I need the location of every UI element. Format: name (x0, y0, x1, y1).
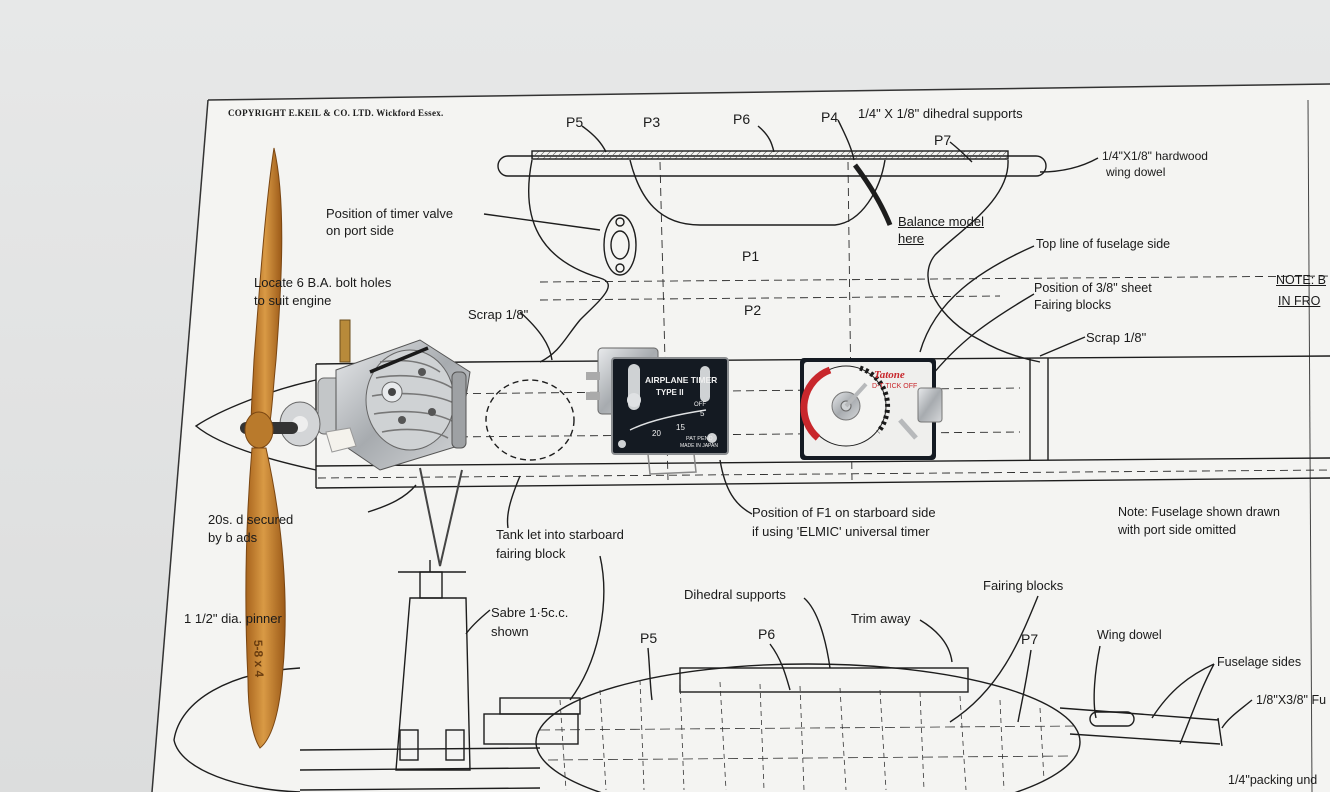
packing-label: 1/4"packing und (1228, 773, 1318, 787)
part-p6-top: P6 (733, 111, 751, 127)
fuselage-note-line2: with port side omitted (1118, 523, 1237, 537)
dt-timer-brand: Tatone (874, 369, 905, 381)
part-p1: P1 (742, 248, 760, 264)
fuselage-note-line1: Note: Fuselage shown drawn (1118, 505, 1280, 519)
timer-valve-line1: Position of timer valve (326, 206, 454, 221)
airplane-timer-scale-15: 15 (676, 423, 685, 432)
propeller-marking: 5-8 x 4 (251, 640, 266, 678)
f1-position-line2: if using 'ELMIC' universal timer (752, 524, 930, 539)
balance-model-line2: here (898, 231, 925, 246)
part-p5-top: P5 (566, 114, 584, 130)
fairing-position-line2: Fairing blocks (1034, 298, 1112, 312)
sabre-line1: Sabre 1·5c.c. (491, 605, 569, 620)
part-p5-bottom: P5 (640, 630, 658, 646)
airplane-timer-off: OFF (694, 402, 706, 408)
airplane-timer-pat: PAT PEND (686, 436, 713, 442)
tank-line1: Tank let into starboard (496, 527, 624, 542)
part-p3: P3 (643, 114, 661, 130)
airplane-timer-type: TYPE II (656, 388, 684, 397)
fuselage-strip-label: 1/8"X3/8" Fu (1256, 693, 1327, 707)
fuselage-sides-label: Fuselage sides (1217, 655, 1302, 669)
trim-away-label: Trim away (851, 611, 911, 626)
part-p6-bottom: P6 (758, 626, 776, 642)
timer-valve-line2: on port side (326, 223, 394, 238)
bolt-holes-line1: Locate 6 B.A. bolt holes (254, 275, 392, 290)
airplane-timer-scale-5: 5 (700, 409, 705, 418)
f1-position-line1: Position of F1 on starboard side (752, 505, 936, 520)
balance-model-line1: Balance model (898, 214, 984, 229)
dihedral-supports-label: Dihedral supports (684, 587, 786, 602)
wing-dowel-label: Wing dowel (1097, 628, 1162, 642)
spinner-label: 1 1/2" dia. pinner (184, 611, 282, 626)
airplane-timer: AIRPLANE TIMER TYPE II OFF 20 15 5 PAT P… (586, 347, 729, 475)
note-b-line2: IN FRO (1278, 294, 1321, 308)
bolt-holes-line2: to suit engine (254, 293, 332, 308)
scrap-left: Scrap 1/8" (468, 307, 529, 322)
part-p2: P2 (744, 302, 762, 318)
secured-line2: by b ads (208, 530, 258, 545)
airplane-timer-scale-20: 20 (652, 429, 661, 438)
propeller: 5-8 x 4 (244, 147, 286, 749)
plan-sheet (152, 84, 1330, 792)
airplane-timer-made: MADE IN JAPAN (680, 443, 718, 449)
hardwood-dowel-line1: 1/4"X1/8" hardwood (1102, 149, 1208, 163)
part-p4: P4 (821, 109, 839, 125)
note-b-line1: NOTE: B (1276, 273, 1327, 287)
scrap-right: Scrap 1/8" (1086, 330, 1147, 345)
secured-line1: 20s. d secured (208, 512, 294, 527)
dihedral-supports-size: 1/4" X 1/8" dihedral supports (858, 106, 1023, 121)
dt-timer-model: D-T TICK OFF (872, 383, 917, 390)
tank-line2: fairing block (496, 546, 566, 561)
airplane-timer-title: AIRPLANE TIMER (645, 375, 717, 385)
hardwood-dowel-line2: wing dowel (1106, 165, 1166, 179)
dt-tick-off-timer: Tatone D-T TICK OFF (800, 358, 943, 460)
fairing-position-line1: Position of 3/8" sheet (1034, 281, 1152, 295)
fairing-blocks-label: Fairing blocks (983, 578, 1064, 593)
part-p7-top: P7 (934, 132, 952, 148)
plan-copyright: COPYRIGHT E.KEIL & CO. LTD. Wickford Ess… (228, 108, 444, 118)
model-engine (240, 319, 471, 567)
sabre-line2: shown (491, 624, 529, 639)
top-line-fuselage: Top line of fuselage side (1036, 237, 1171, 251)
part-p7-bottom: P7 (1021, 631, 1039, 647)
